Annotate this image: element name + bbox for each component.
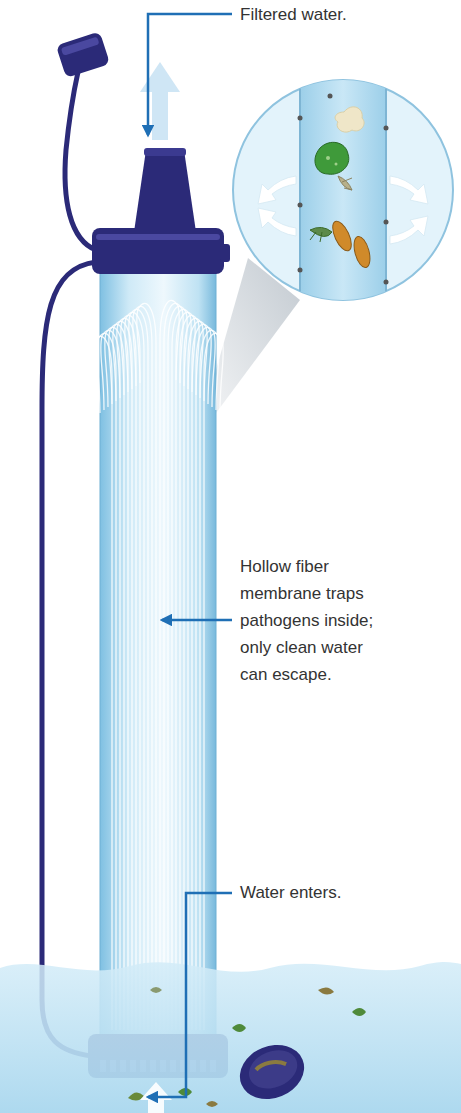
filter-tube	[100, 262, 216, 1042]
illustration-part	[258, 176, 296, 204]
hollow-fiber	[192, 324, 211, 1030]
callout-label: Hollow fiber membrane traps pathogens in…	[240, 553, 390, 688]
illustration-part	[390, 216, 428, 244]
hollow-fibers	[93, 300, 224, 1030]
illustration-part	[315, 142, 349, 174]
illustration-part	[255, 1057, 286, 1076]
hollow-fiber	[196, 327, 215, 1030]
top-cap	[56, 31, 110, 78]
illustration-part	[298, 70, 389, 320]
cap-strap	[65, 72, 96, 250]
illustration-part	[299, 70, 301, 320]
collar-tab	[220, 244, 230, 262]
outflow-arrow	[140, 62, 180, 140]
illustration-part	[206, 1101, 218, 1107]
leader-arrow	[148, 893, 232, 1097]
illustration-part	[243, 1043, 303, 1095]
illustration-part	[258, 208, 296, 236]
callout-label: Filtered water.	[240, 1, 347, 28]
hollow-fiber	[125, 312, 144, 1030]
hollow-fiber	[93, 336, 112, 1030]
hollow-fiber	[117, 318, 136, 1030]
illustration-part	[384, 126, 389, 131]
illustration-part	[329, 219, 355, 254]
illustration-part	[390, 176, 428, 204]
illustration-part	[298, 268, 303, 273]
illustration-part	[352, 1008, 366, 1016]
hollow-fiber	[137, 303, 156, 1030]
water	[0, 962, 461, 1113]
hollow-fiber	[129, 309, 148, 1030]
hollow-fiber	[97, 333, 116, 1030]
illustration-part	[338, 176, 352, 190]
illustration-part	[298, 203, 303, 208]
leader-arrow	[162, 619, 232, 622]
illustration-part	[298, 116, 303, 121]
callout-label: Water enters.	[240, 879, 341, 906]
illustration-part	[258, 176, 428, 244]
lanyard	[42, 262, 96, 1056]
illustration-part	[232, 1036, 313, 1109]
hollow-fiber	[204, 333, 223, 1030]
illustration-part	[328, 94, 333, 99]
illustration-part	[300, 70, 386, 320]
collar-highlight	[96, 234, 220, 240]
hollow-fiber	[101, 330, 120, 1030]
hollow-fiber	[105, 327, 124, 1030]
illustration-part	[150, 987, 162, 993]
nozzle	[134, 150, 196, 232]
illustration-part	[326, 156, 330, 160]
hollow-fiber	[200, 330, 219, 1030]
hollow-fiber	[133, 306, 152, 1030]
hollow-fiber	[113, 321, 132, 1030]
magnified-fiber	[233, 70, 453, 320]
illustration-part	[318, 987, 334, 994]
illustration-part	[335, 163, 338, 166]
illustration-part	[335, 107, 364, 132]
hollow-fiber	[121, 315, 140, 1030]
top-collar	[92, 228, 224, 274]
illustration-part	[56, 31, 110, 78]
illustration-part	[232, 1024, 246, 1032]
illustration-part	[384, 280, 389, 285]
bottom-lid	[232, 1036, 313, 1109]
illustration-part	[61, 36, 100, 55]
leader-arrow	[148, 14, 232, 135]
illustration-part	[351, 235, 373, 270]
hollow-fiber	[109, 324, 128, 1030]
debris	[128, 987, 366, 1107]
illustration-part	[310, 227, 332, 242]
nozzle-rim	[144, 148, 186, 156]
illustration-part	[384, 220, 389, 225]
